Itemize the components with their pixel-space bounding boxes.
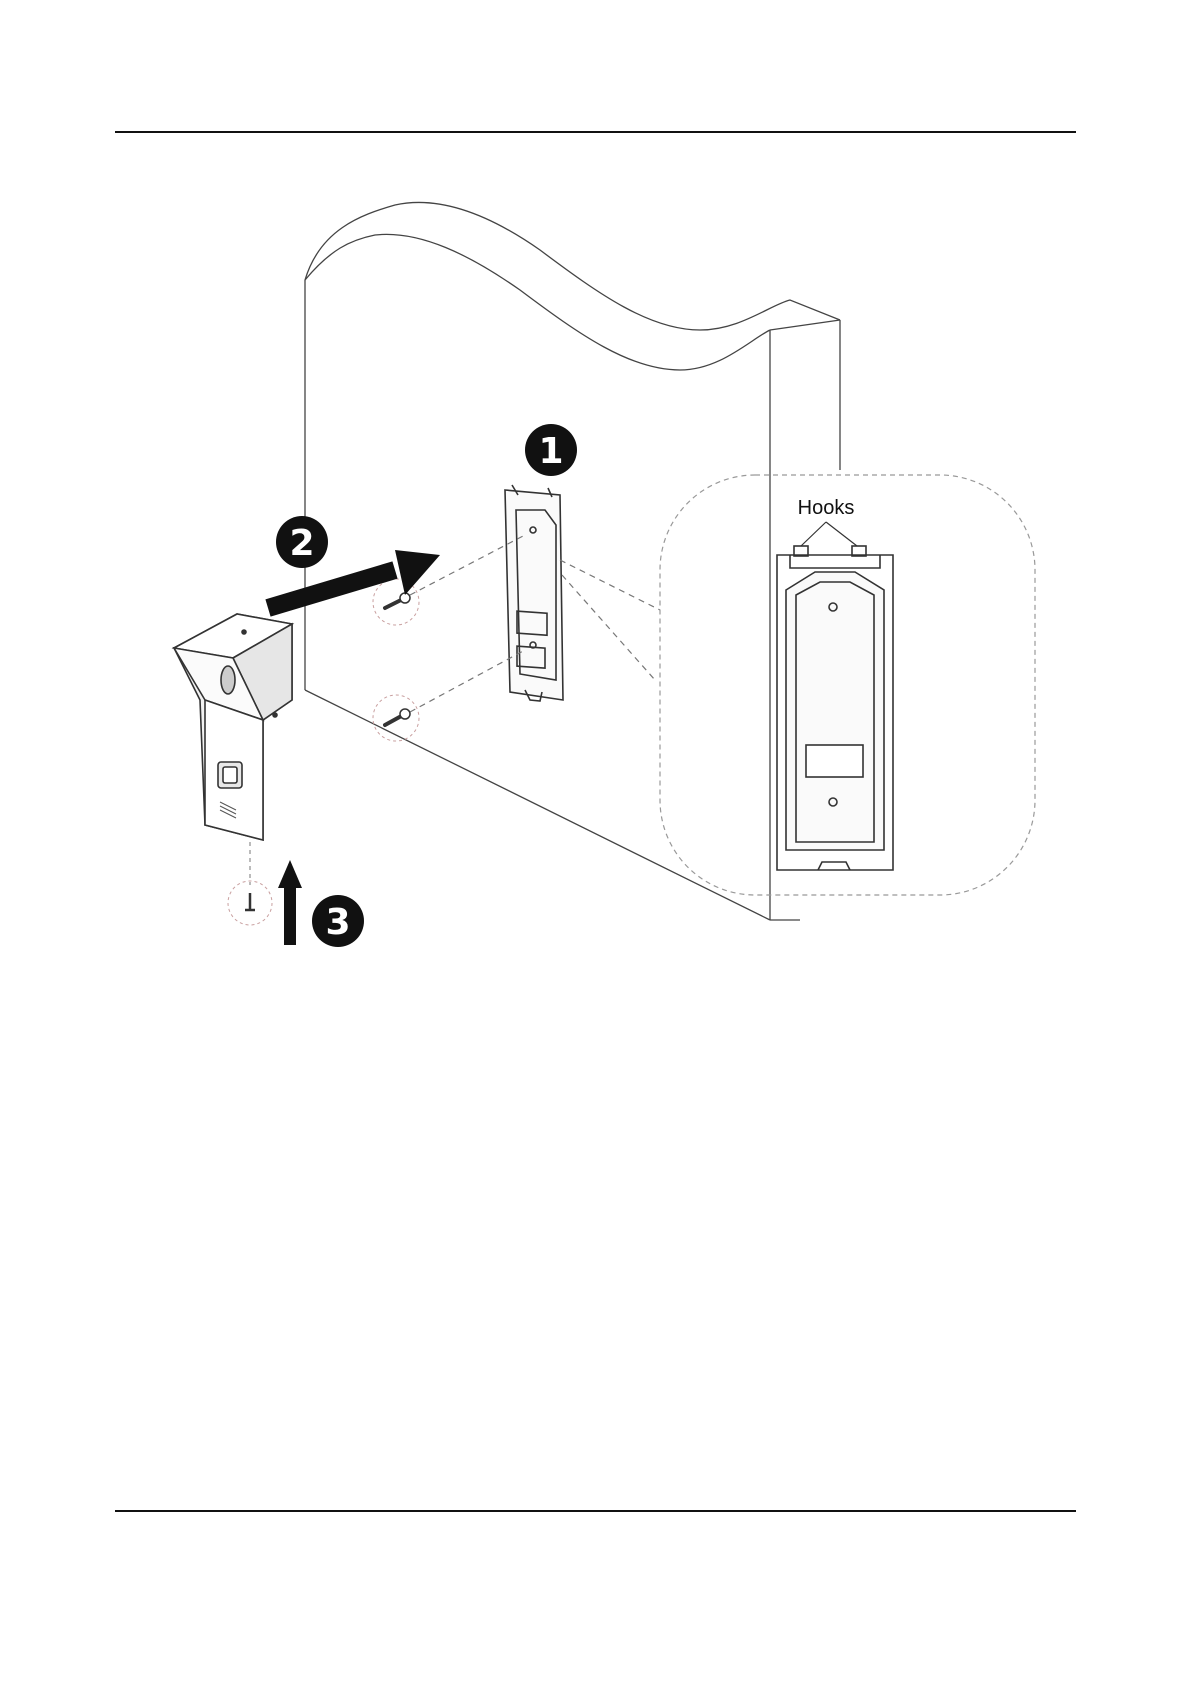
door-station-device [174, 614, 292, 840]
hooks-label: Hooks [798, 497, 855, 519]
step-1-label: 1 [538, 431, 563, 472]
step-2-label: 2 [289, 523, 314, 564]
step-1-badge: 1 [525, 424, 577, 476]
hooks-callout: Hooks [660, 475, 1035, 895]
step-3-badge: 3 [312, 895, 364, 947]
wall-screw-bottom [373, 695, 419, 741]
step-3-label: 3 [325, 902, 350, 943]
mounting-plate [505, 485, 563, 701]
wall [305, 202, 840, 920]
device-screw [228, 842, 272, 925]
hooks-pointer [801, 522, 857, 546]
step-3-arrow [278, 860, 302, 945]
plate-detail [777, 546, 893, 870]
step-2-badge: 2 [276, 516, 328, 568]
